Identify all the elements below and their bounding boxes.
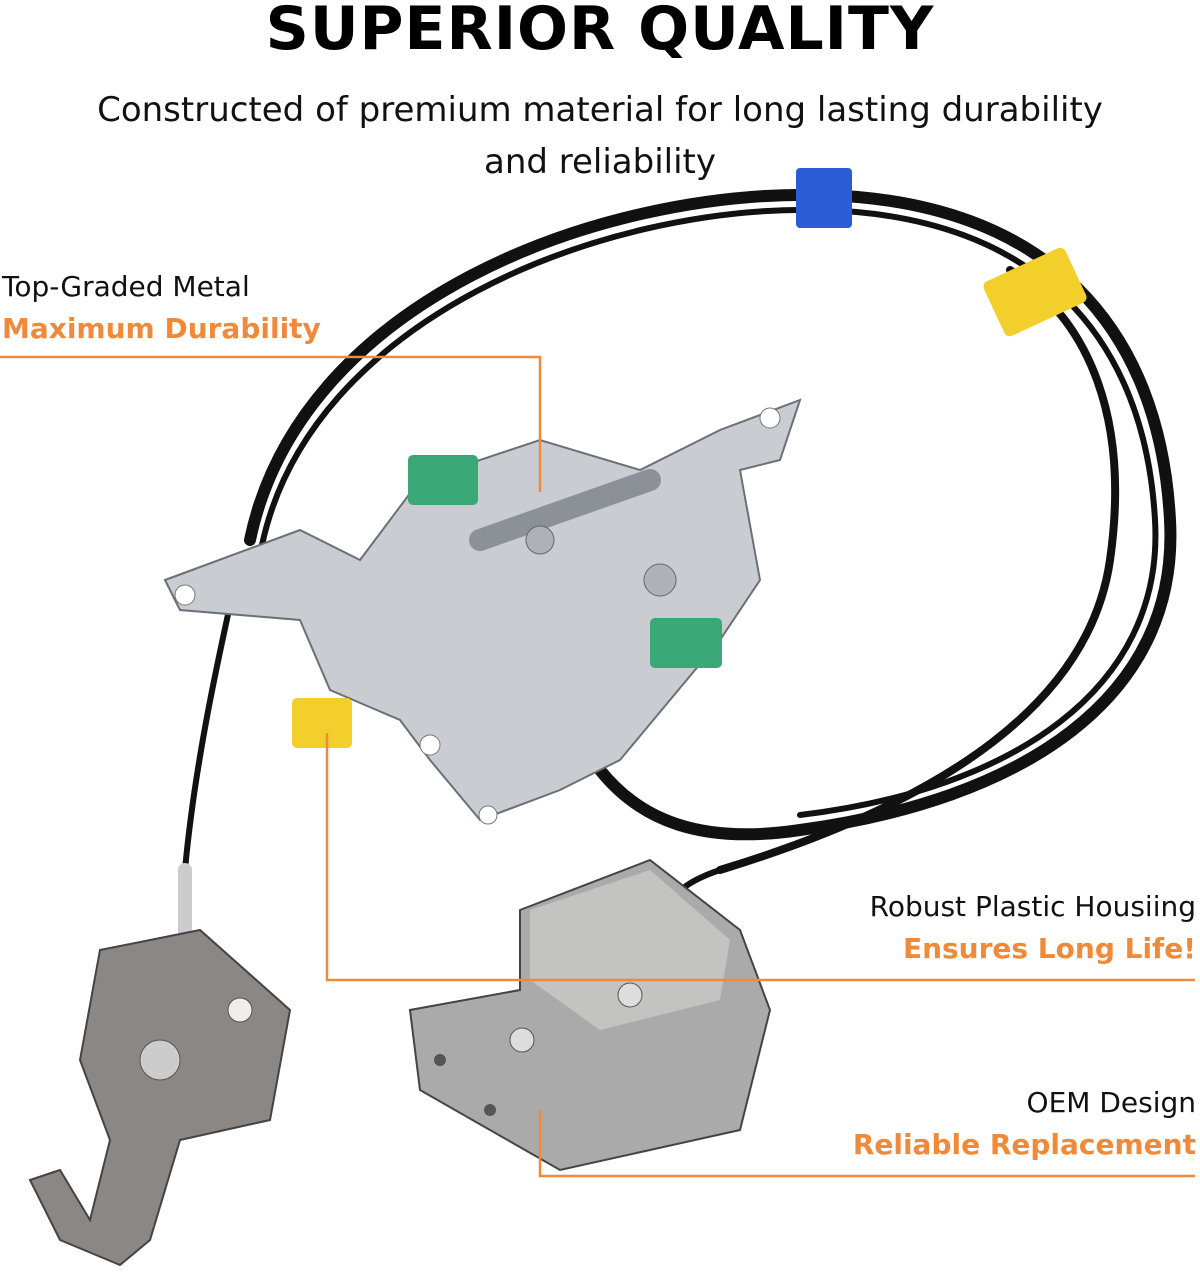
yellow-clip: [292, 698, 352, 748]
callout-lines: [0, 355, 1195, 1178]
callout-heading: Top-Graded Metal: [2, 270, 250, 303]
callout-heading: Robust Plastic Housiing: [869, 890, 1196, 923]
green-clip: [650, 618, 722, 668]
callout-top-graded-metal: Top-Graded Metal Maximum Durability: [2, 266, 321, 350]
callout-plastic-housing: Robust Plastic Housiing Ensures Long Lif…: [870, 886, 1196, 970]
callout-heading: OEM Design: [1026, 1086, 1196, 1119]
green-clip: [408, 455, 478, 505]
callout-highlight: Maximum Durability: [2, 312, 321, 345]
yellow-clip: [983, 247, 1087, 337]
page-subtitle: Constructed of premium material for long…: [97, 90, 1103, 182]
callout-oem-design: OEM Design Reliable Replacement: [853, 1082, 1196, 1166]
callout-highlight: Ensures Long Life!: [902, 932, 1196, 965]
blue-tape: [796, 168, 852, 228]
lock-housing: [408, 858, 772, 1172]
main-latch: [163, 398, 802, 825]
callout-highlight: Reliable Replacement: [852, 1128, 1196, 1161]
left-hook-latch: [28, 928, 292, 1267]
page-title: SUPERIOR QUALITY: [265, 0, 935, 64]
